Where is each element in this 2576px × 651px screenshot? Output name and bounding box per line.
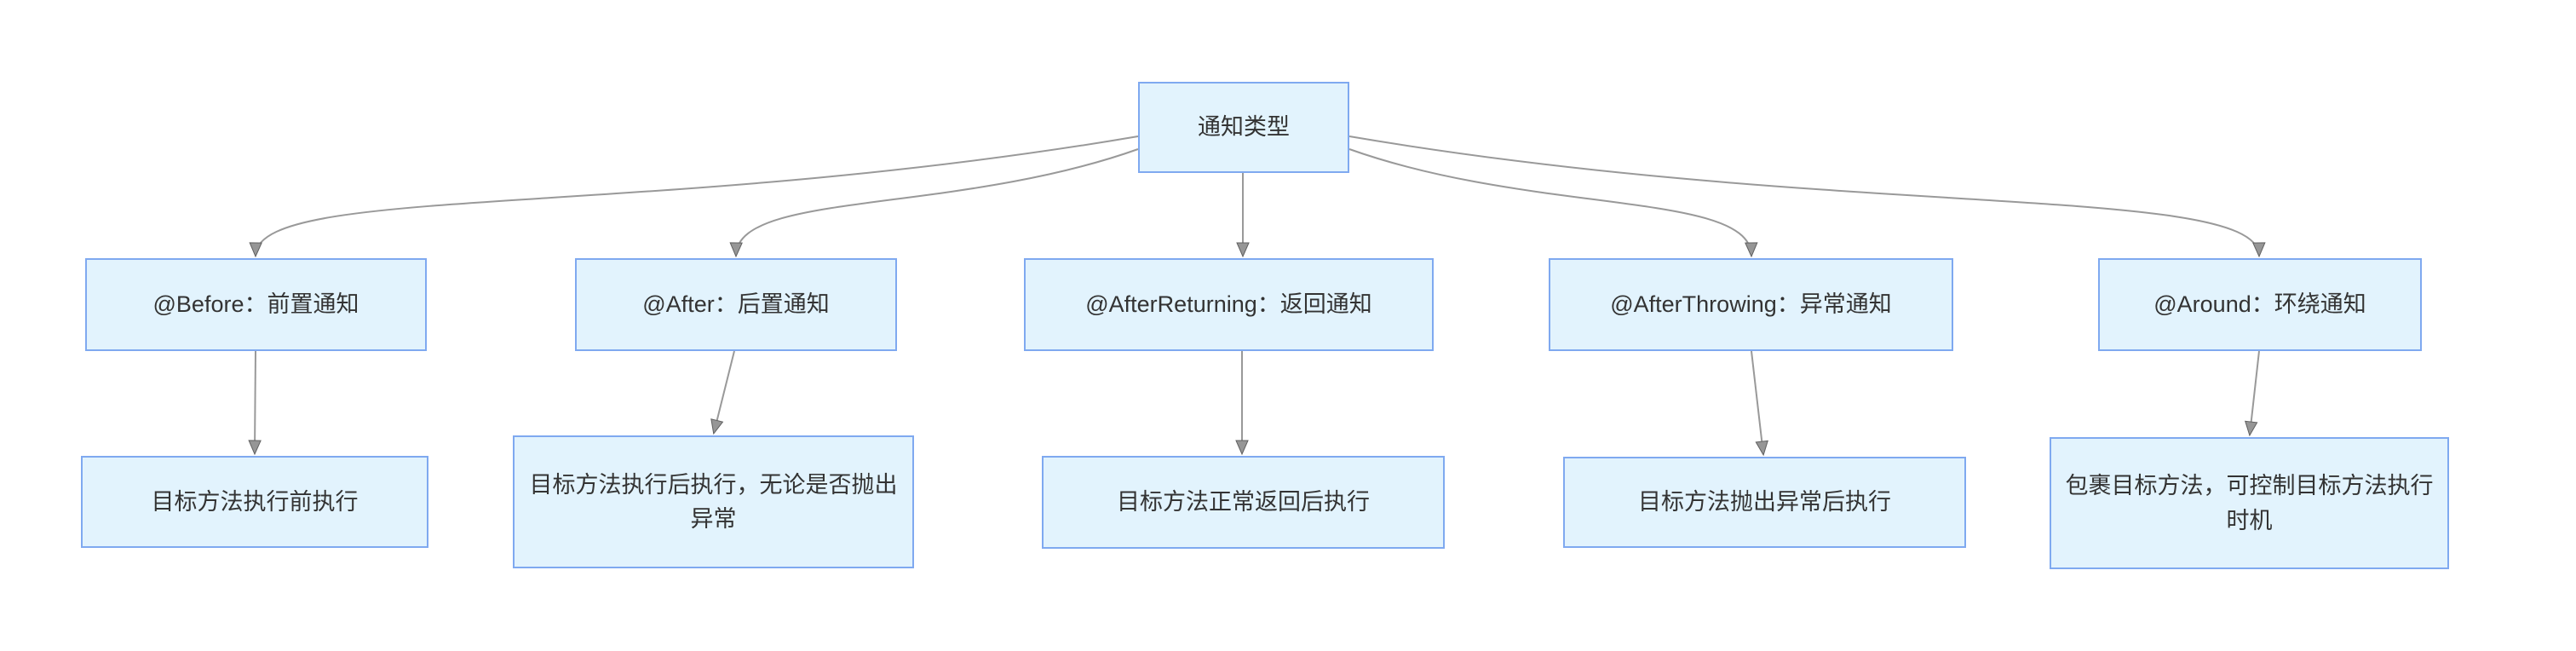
node-after-desc-label: 目标方法执行后执行，无论是否抛出异常	[529, 471, 898, 533]
node-after-returning-desc-label: 目标方法正常返回后执行	[1117, 489, 1370, 516]
node-around-label: @Around：环绕通知	[2153, 291, 2366, 318]
node-before-desc: 目标方法执行前执行	[81, 456, 428, 548]
edge-around-desc	[2250, 350, 2260, 435]
node-before-desc-label: 目标方法执行前执行	[151, 488, 359, 515]
node-around: @Around：环绕通知	[2098, 258, 2422, 351]
node-after-returning-desc: 目标方法正常返回后执行	[1042, 456, 1445, 549]
node-after: @After：后置通知	[575, 258, 897, 351]
node-after-throwing-desc: 目标方法抛出异常后执行	[1563, 457, 1966, 548]
node-after-desc: 目标方法执行后执行，无论是否抛出异常	[513, 435, 914, 568]
edge-after-throwing-desc	[1751, 350, 1763, 454]
edge-after-desc	[714, 350, 735, 433]
edge-before-desc	[255, 350, 256, 453]
node-after-throwing-label: @AfterThrowing：异常通知	[1610, 291, 1892, 318]
node-before: @Before：前置通知	[85, 258, 427, 351]
edge-root-before	[256, 135, 1139, 256]
edge-root-after-throwing	[1348, 148, 1751, 256]
node-around-desc-label: 包裹目标方法，可控制目标方法执行时机	[2065, 473, 2434, 533]
edge-root-after	[736, 148, 1139, 256]
node-after-returning-label: @AfterReturning：返回通知	[1085, 291, 1372, 318]
node-after-label: @After：后置通知	[642, 291, 830, 318]
edge-root-around	[1348, 135, 2259, 256]
node-around-desc: 包裹目标方法，可控制目标方法执行时机	[2050, 437, 2449, 569]
node-after-throwing: @AfterThrowing：异常通知	[1549, 258, 1953, 351]
node-before-label: @Before：前置通知	[152, 291, 359, 318]
node-advice-types: 通知类型	[1138, 82, 1349, 173]
node-advice-types-label: 通知类型	[1198, 114, 1290, 141]
node-after-returning: @AfterReturning：返回通知	[1024, 258, 1434, 351]
node-after-throwing-desc-label: 目标方法抛出异常后执行	[1638, 489, 1891, 516]
